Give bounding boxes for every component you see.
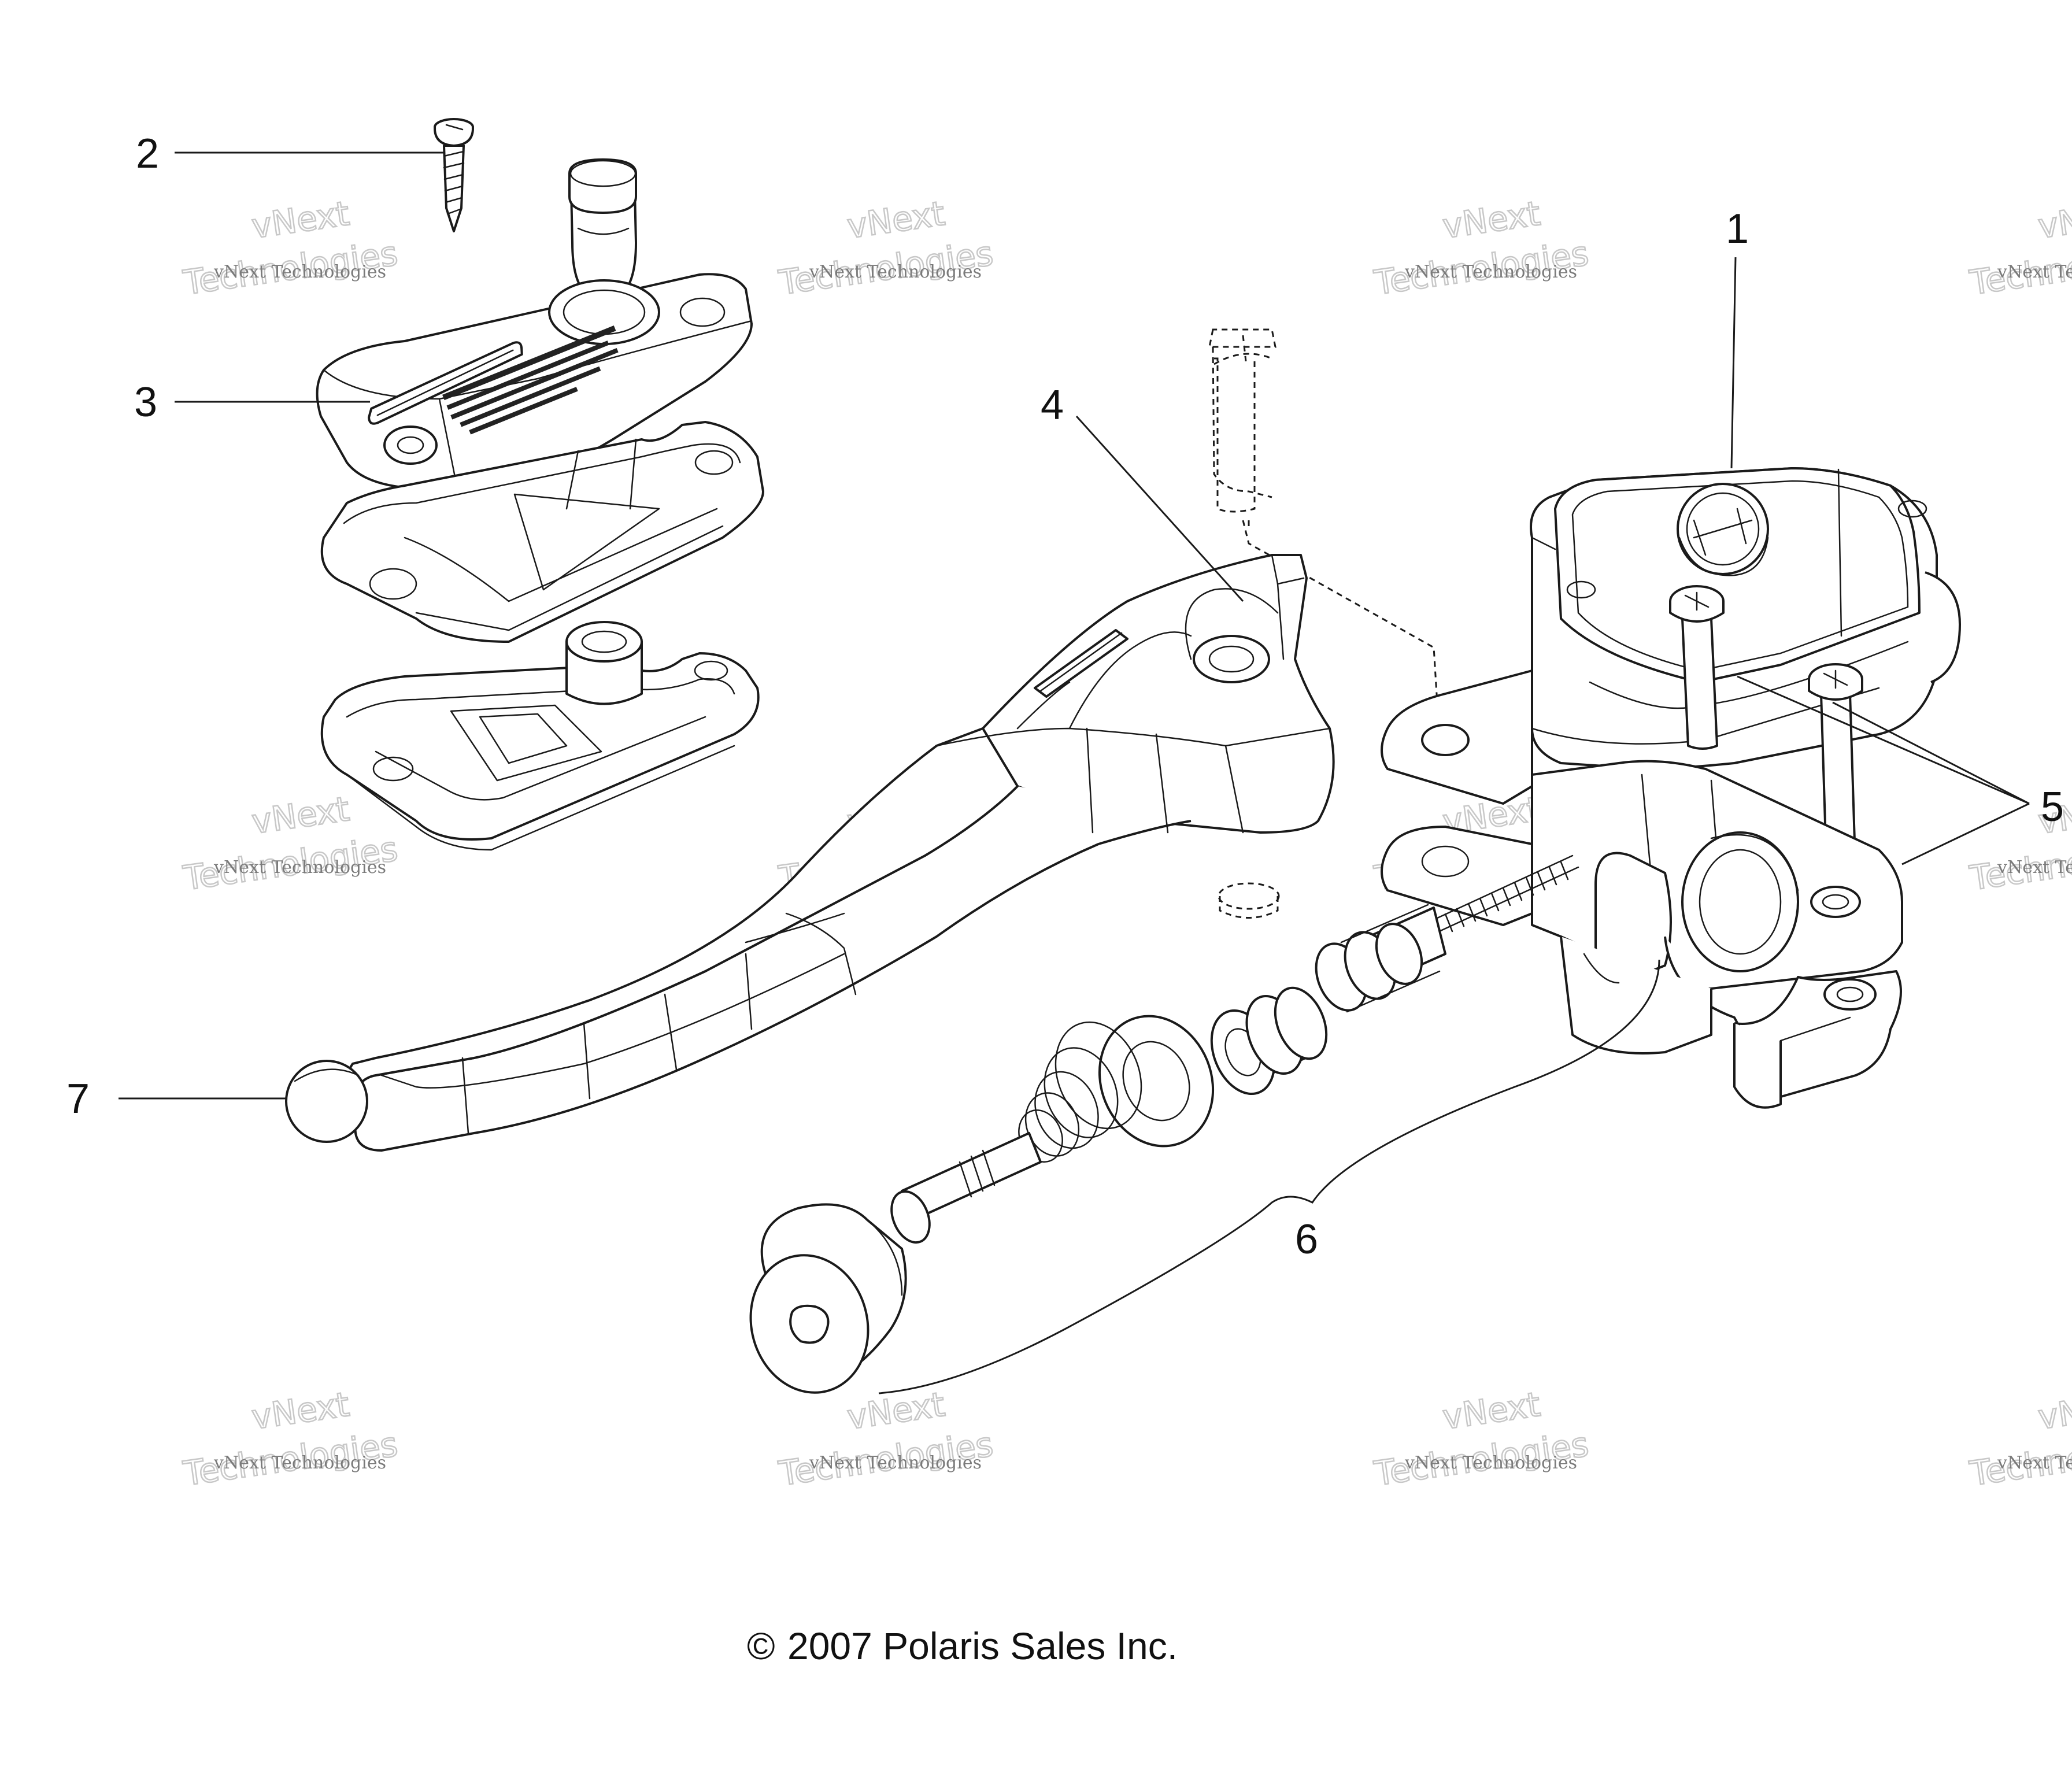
- part-cap-plate: [320, 621, 760, 851]
- part-reservoir-cap: [316, 158, 753, 490]
- callout-7: 7: [66, 1076, 90, 1122]
- copyright-text: 2007 Polaris Sales Inc.: [787, 1625, 1178, 1667]
- watermark-text: vNext Technologies: [213, 262, 386, 282]
- watermark: vNext Technologies: [1371, 193, 1592, 304]
- leader-lines: [119, 151, 2030, 1100]
- watermark: vNext Technologies: [775, 193, 996, 304]
- watermark: vNext Technologies: [180, 1384, 401, 1494]
- callout-bracket-6: [878, 959, 1660, 1394]
- watermark-text: vNext Technologies: [213, 857, 386, 878]
- svg-text:vNext: vNext: [1440, 1385, 1542, 1437]
- callouts: 2 3 1 4 5 6 7: [66, 131, 2064, 1263]
- svg-text:vNext: vNext: [249, 789, 352, 842]
- watermark-text: vNext Technologies: [809, 262, 982, 282]
- svg-text:vNext: vNext: [1440, 194, 1542, 246]
- callout-4: 4: [1041, 382, 1064, 428]
- svg-text:vNext: vNext: [249, 1385, 352, 1437]
- callout-6: 6: [1295, 1216, 1318, 1263]
- copyright-symbol: ©: [747, 1625, 775, 1667]
- part-pivot-pin: [1208, 328, 1441, 741]
- watermark: vNext Technologies: [1966, 193, 2072, 304]
- svg-text:vNext: vNext: [249, 194, 352, 246]
- watermark-text: vNext Technologies: [1404, 262, 1577, 282]
- part-master-cylinder: [1381, 467, 1961, 1109]
- copyright-notice: © 2007 Polaris Sales Inc.: [747, 1625, 1178, 1667]
- callout-5: 5: [2041, 784, 2064, 830]
- svg-text:vNext: vNext: [845, 194, 947, 246]
- watermark: vNext Technologies: [180, 193, 401, 304]
- return-spring: [1018, 1021, 1142, 1163]
- watermark-text: vNext Technologies: [809, 1453, 982, 1473]
- callout-2: 2: [136, 131, 159, 177]
- watermark: vNext Technologies: [1966, 1384, 2072, 1494]
- svg-text:vNext: vNext: [2036, 1385, 2072, 1437]
- callout-3: 3: [134, 379, 157, 426]
- part-diaphragm: [320, 421, 764, 643]
- watermark-text: vNext Technologies: [1997, 262, 2072, 282]
- part-circlip: [1218, 882, 1280, 919]
- watermark: vNext Technologies: [775, 1384, 996, 1494]
- svg-text:vNext: vNext: [2036, 194, 2072, 246]
- watermark: vNext Technologies: [180, 789, 401, 899]
- part-screw: [434, 118, 474, 232]
- watermark: vNext Technologies: [1371, 1384, 1592, 1494]
- watermark-text: vNext Technologies: [1997, 857, 2072, 878]
- watermark-text: vNext Technologies: [1997, 1453, 2072, 1473]
- part-piston-kit: [749, 854, 1579, 1394]
- watermark-text: vNext Technologies: [213, 1453, 386, 1473]
- callout-1: 1: [1726, 206, 1749, 252]
- watermark-text: vNext Technologies: [1404, 1453, 1577, 1473]
- part-brake-lever: [285, 554, 1335, 1152]
- svg-text:vNext: vNext: [845, 1385, 947, 1437]
